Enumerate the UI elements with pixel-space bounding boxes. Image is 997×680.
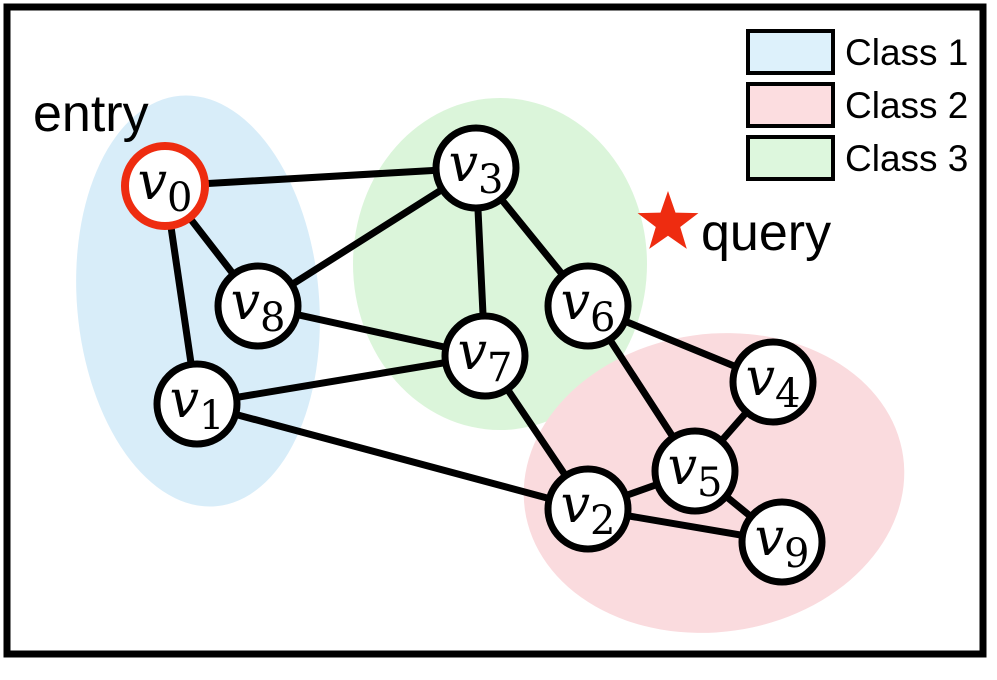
legend-swatch-1	[746, 29, 835, 75]
node-v6	[544, 262, 632, 350]
node-v4	[729, 338, 817, 426]
node-label-v8: v8	[231, 272, 286, 341]
edge-v0-v3	[161, 164, 480, 190]
node-v1	[153, 360, 241, 448]
query-label: query	[701, 204, 831, 262]
node-v9	[738, 498, 826, 586]
node-label-v2: v2	[561, 475, 616, 544]
legend-label-1: Class 1	[845, 32, 968, 73]
legend-label-3: Class 3	[845, 138, 968, 179]
legend-label-2: Class 2	[845, 85, 968, 126]
node-v8	[214, 262, 302, 350]
node-v3	[432, 124, 520, 212]
node-v0-entry	[121, 142, 209, 230]
node-v2	[544, 465, 632, 553]
entry-label: entry	[33, 85, 149, 143]
node-label-v6: v6	[561, 272, 616, 341]
node-label-v9: v9	[755, 508, 810, 577]
query-star-icon	[637, 191, 699, 249]
node-v5	[651, 427, 739, 515]
figure-border	[3, 3, 987, 658]
legend-swatch-3	[746, 135, 835, 181]
edge-v1-v7	[193, 352, 489, 408]
node-v7	[441, 312, 529, 400]
legend-swatch-2	[746, 82, 835, 128]
edge-v1-v2	[193, 400, 592, 513]
